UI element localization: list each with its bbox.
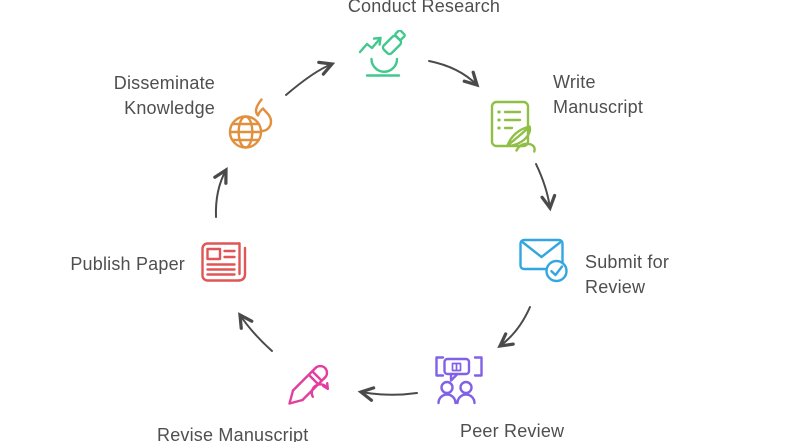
step-label: Revise Manuscript [157, 425, 309, 442]
step-label: Write Manuscript [553, 72, 644, 117]
arrow-publish-to-disseminate [213, 167, 228, 218]
step-label: Disseminate Knowledge [113, 73, 215, 118]
step-label: Publish Paper [70, 254, 185, 274]
people-discussion-icon [435, 356, 483, 405]
step-label: Submit for Review [585, 252, 670, 297]
arrow-disseminate-to-conduct [285, 60, 336, 96]
step-label: Conduct Research [347, 0, 501, 16]
arrow-peer-to-revise [357, 386, 418, 402]
arrow-conduct-to-write [428, 60, 480, 88]
document-quill-icon [490, 100, 536, 153]
globe-flame-icon [228, 98, 273, 149]
arrow-submit-to-peer [497, 306, 531, 349]
envelope-check-icon [519, 238, 568, 283]
arrow-revise-to-publish [238, 312, 273, 352]
arrow-write-to-submit [535, 163, 557, 212]
pencil-refresh-icon [288, 364, 329, 405]
microscope-trend-icon [358, 30, 406, 77]
newspaper-icon [201, 242, 247, 282]
step-label: Peer Review [460, 421, 565, 441]
